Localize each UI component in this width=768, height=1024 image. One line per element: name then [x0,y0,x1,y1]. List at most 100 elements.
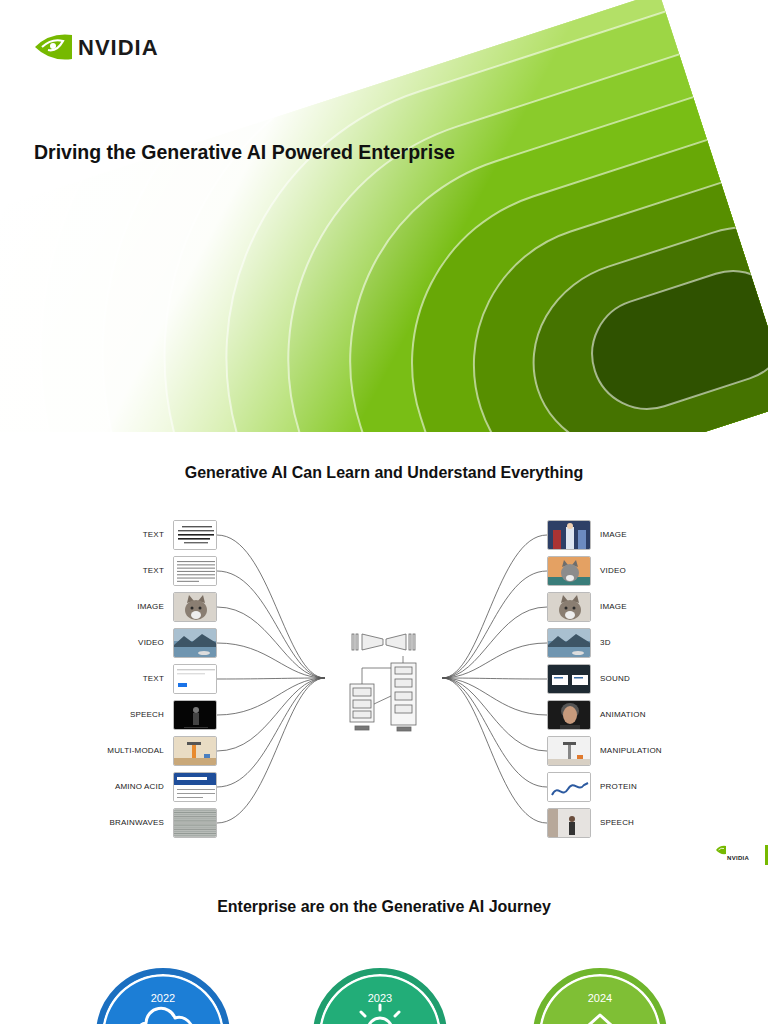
thumbnail-detail [548,634,591,647]
modality-thumbnail [173,628,217,658]
modality-thumbnail [547,520,591,550]
modality-thumbnail [173,772,217,802]
thumbnail-detail [174,812,217,814]
modality-label: BRAINWAVES [110,818,164,828]
icon-stroke [368,1018,392,1024]
output-modality: IMAGE [547,592,627,622]
stage-circle: 2023 [313,968,447,1024]
input-modality: TEXT [143,556,217,586]
icon-strokes [136,1008,192,1024]
input-modality: TEXT [143,520,217,550]
modality-label: MULTI-MODAL [107,746,164,756]
decoder-layer [395,679,412,687]
thumbnail-image [174,593,217,622]
thumbnail-detail [191,611,201,619]
modality-thumbnail [547,736,591,766]
thumbnail-detail [193,713,199,725]
thumbnail-image [174,521,217,550]
icon-stroke [579,1015,621,1024]
decoder-layer [395,667,412,674]
thumbnail-detail [174,737,217,766]
thumbnail-image [174,773,217,802]
modality-thumbnail [173,808,217,838]
decoder-shape [386,634,406,650]
modality-thumbnail [173,520,217,550]
model-link [403,656,404,663]
thumbnail-detail [174,814,217,816]
input-wire [217,678,325,823]
thumbnail-detail [191,607,194,610]
output-modality: IMAGE [547,520,627,550]
thumbnail-detail [552,675,568,685]
modality-label: VIDEO [138,638,164,648]
input-wires [217,535,325,823]
encoder-layer [353,711,371,718]
thumbnail-detail [569,816,575,822]
thumbnail-detail [177,564,215,565]
thumbnail-detail [198,651,210,655]
logo-wordmark: NVIDIA [727,855,749,861]
nvidia-eye-logo [35,35,72,60]
thumbnail-detail [174,557,217,586]
thumbnail-detail [573,607,576,610]
thumbnail-detail [174,701,217,730]
input-modality: TEXT [143,664,217,694]
thumbnail-detail [174,833,217,835]
modality-label: TEXT [143,566,164,576]
output-wire [442,535,547,678]
thumbnail-detail [174,837,217,838]
thumbnail-detail [178,683,187,687]
label-block: NVIDIA [78,37,208,59]
thumbnail-detail [184,542,208,543]
thumbnail-detail [174,835,217,837]
thumbnail-detail [548,557,591,586]
icon-strokes [579,1015,621,1024]
thumbnail-image [548,521,591,550]
output-wire [442,571,547,678]
thumbnail-image [174,809,217,838]
logo-eye [716,846,726,854]
model-bar [413,634,415,650]
modality-label: IMAGE [600,602,627,612]
section-heading: Generative AI Can Learn and Understand E… [185,463,584,482]
thumbnail-detail [177,793,215,794]
thumbnail-detail [177,571,215,572]
thumbnail-detail [559,600,581,620]
thumbnail-detail [548,759,591,766]
modality-thumbnail [547,628,591,658]
modality-thumbnail [173,736,217,766]
thumbnail-detail [177,578,215,579]
thumbnail-detail [548,593,591,622]
modality-label: MANIPULATION [600,746,662,756]
thumbnail-detail [567,523,573,529]
output-wire [442,678,547,823]
thumbnail-detail [568,743,571,759]
thumbnail-detail [174,773,217,785]
thumbnail-detail [566,527,574,550]
thumbnail-detail [177,777,207,780]
title-block: Driving the Generative AI Powered Enterp… [34,141,734,164]
output-wires [442,535,547,823]
thumbnail-detail [565,607,568,610]
logo-eye [35,35,72,60]
thumbnail-image [548,773,591,802]
thumbnail-detail [548,629,591,658]
thumbnail-detail [174,809,217,838]
thumbnail-detail [177,568,215,569]
icon-stroke [136,1008,192,1024]
input-modality: BRAINWAVES [110,808,217,838]
model-link [374,696,391,704]
model-bar [356,634,358,650]
thumbnail-detail [174,816,217,818]
thumbnail-detail [192,743,196,758]
output-modality: MANIPULATION [547,736,662,766]
output-wire [442,607,547,678]
thumbnail-detail [178,538,210,540]
output-wire [442,678,547,751]
thumbnail-detail [561,564,579,582]
thumbnail-detail [548,737,591,766]
thumbnail-detail [174,822,217,824]
modality-label: SPEECH [600,818,634,828]
thumbnail-detail [548,701,591,730]
